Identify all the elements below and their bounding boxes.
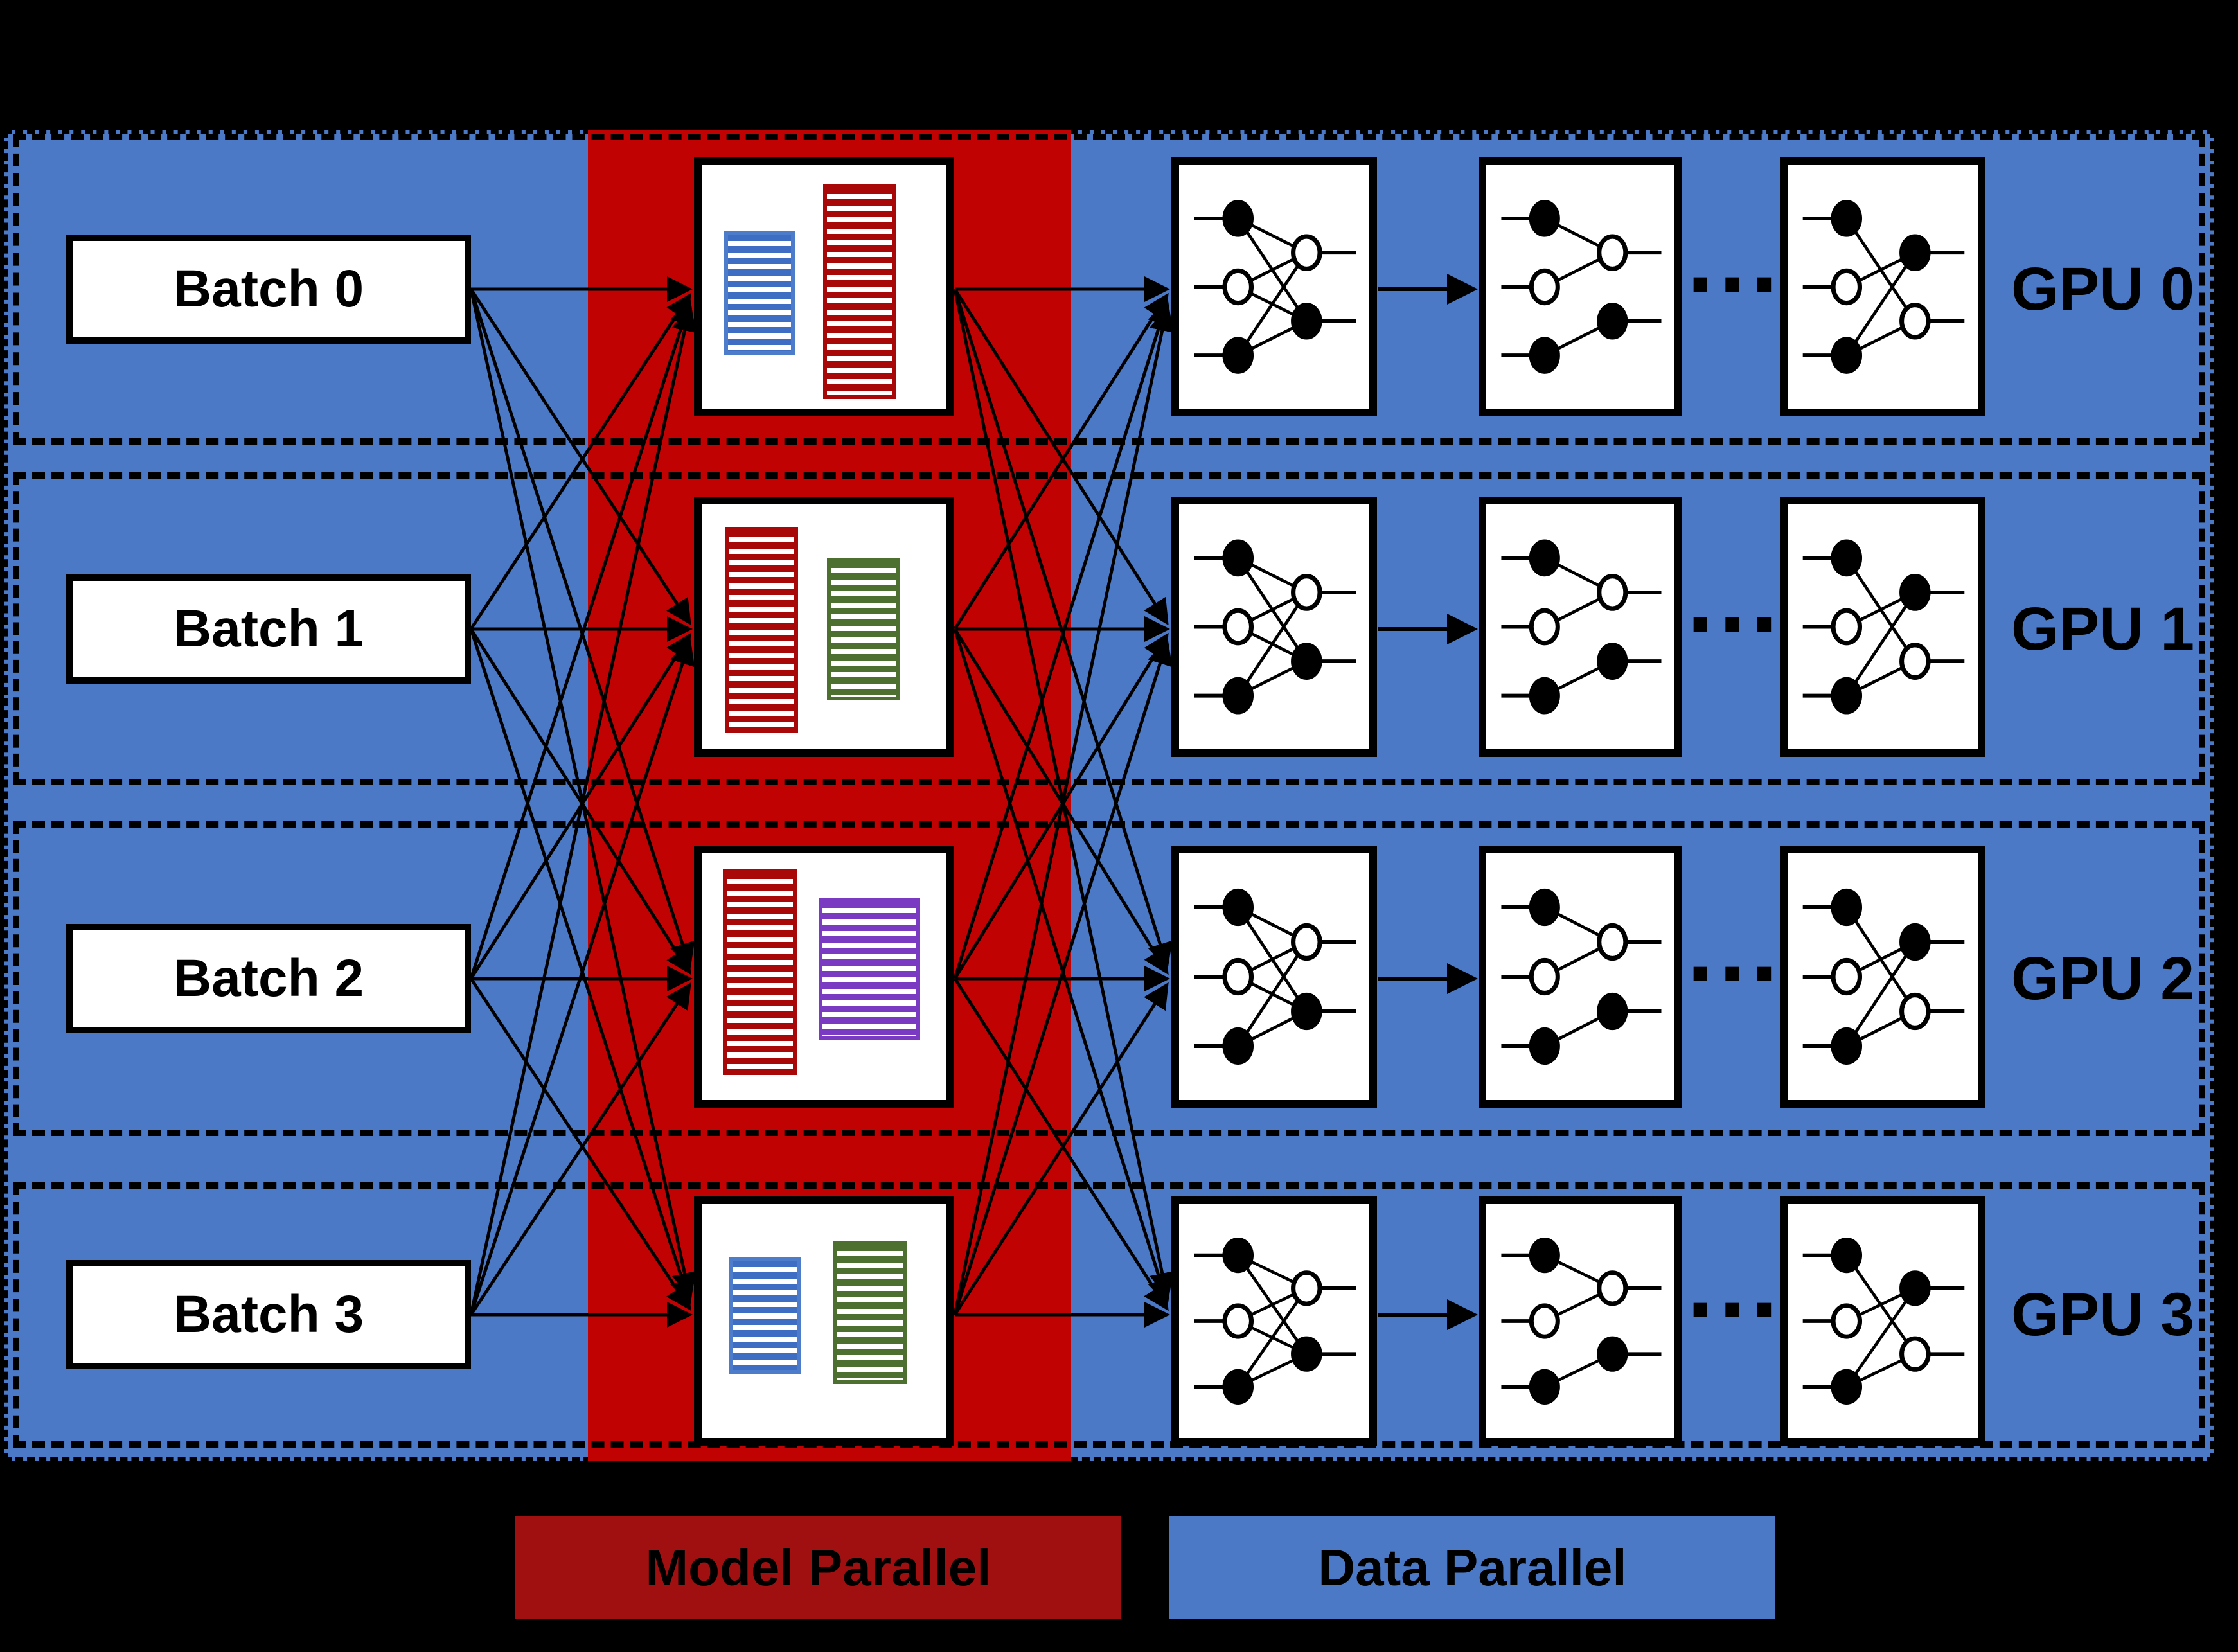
ellipsis-3: ... [1677,1230,1793,1379]
gpu-label-text: GPU 2 [2011,944,2195,1013]
embedding-box-3 [694,1196,954,1446]
nn-box-0-0 [1171,157,1377,416]
nn-graph-icon [1194,539,1356,715]
nn-graph-icon [1802,539,1965,715]
gpu-label-text: GPU 1 [2011,594,2195,663]
nn-box-3-2 [1780,1196,1985,1446]
embedding-table-blue [724,231,795,355]
nn-box-1-2 [1780,497,1985,757]
ellipsis-2: ... [1677,894,1793,1043]
nn-graph-icon [1501,888,1662,1065]
embedding-table-blue [729,1257,801,1374]
gpu-label-0: GPU 0 [1995,238,2210,341]
nn-box-2-0 [1171,846,1377,1108]
embedding-table-purple [819,898,920,1040]
embedding-box-1 [694,497,954,757]
nn-graph-icon [1802,200,1965,374]
legend-model-parallel: Model Parallel [515,1516,1121,1619]
nn-graph-icon [1194,888,1356,1065]
batch-label: Batch 1 [173,600,364,658]
ellipsis-label: ... [1687,544,1783,652]
batch-box-1: Batch 1 [66,574,471,684]
embedding-box-2 [694,846,954,1108]
nn-graph-icon [1194,1238,1356,1405]
embedding-table-red [723,869,797,1075]
embedding-table-green [833,1241,907,1384]
embedding-table-red [725,527,798,733]
embedding-table-green [827,558,900,700]
nn-box-1-1 [1479,497,1682,757]
legend-data-parallel: Data Parallel [1169,1516,1775,1619]
nn-box-2-2 [1780,846,1985,1108]
nn-graph-icon [1501,200,1662,374]
batch-label: Batch 2 [173,949,364,1008]
batch-box-2: Batch 2 [66,924,471,1033]
nn-box-3-0 [1171,1196,1377,1446]
batch-label: Batch 0 [173,260,364,318]
batch-label: Batch 3 [173,1285,364,1344]
batch-box-3: Batch 3 [66,1260,471,1369]
nn-graph-icon [1194,200,1356,374]
ellipsis-label: ... [1687,204,1783,312]
gpu-label-3: GPU 3 [1995,1263,2210,1366]
nn-box-1-0 [1171,497,1377,757]
nn-graph-icon [1802,888,1965,1065]
nn-graph-icon [1501,1238,1662,1405]
embedding-box-0 [694,157,954,416]
ellipsis-label: ... [1687,1229,1783,1338]
nn-box-3-1 [1479,1196,1682,1446]
gpu-label-2: GPU 2 [1995,927,2210,1030]
nn-graph-icon [1501,539,1662,715]
nn-box-2-1 [1479,846,1682,1108]
gpu-label-1: GPU 1 [1995,578,2210,680]
nn-box-0-2 [1780,157,1985,416]
gpu-label-text: GPU 0 [2011,254,2195,323]
nn-box-0-1 [1479,157,1682,416]
ellipsis-0: ... [1677,204,1793,353]
nn-graph-icon [1802,1238,1965,1405]
gpu-label-text: GPU 3 [2011,1280,2195,1349]
batch-box-0: Batch 0 [66,235,471,344]
legend-model-parallel-label: Model Parallel [645,1539,991,1596]
ellipsis-label: ... [1687,893,1783,1002]
ellipsis-1: ... [1677,544,1793,693]
legend-data-parallel-label: Data Parallel [1318,1539,1627,1596]
embedding-table-red [823,184,896,399]
